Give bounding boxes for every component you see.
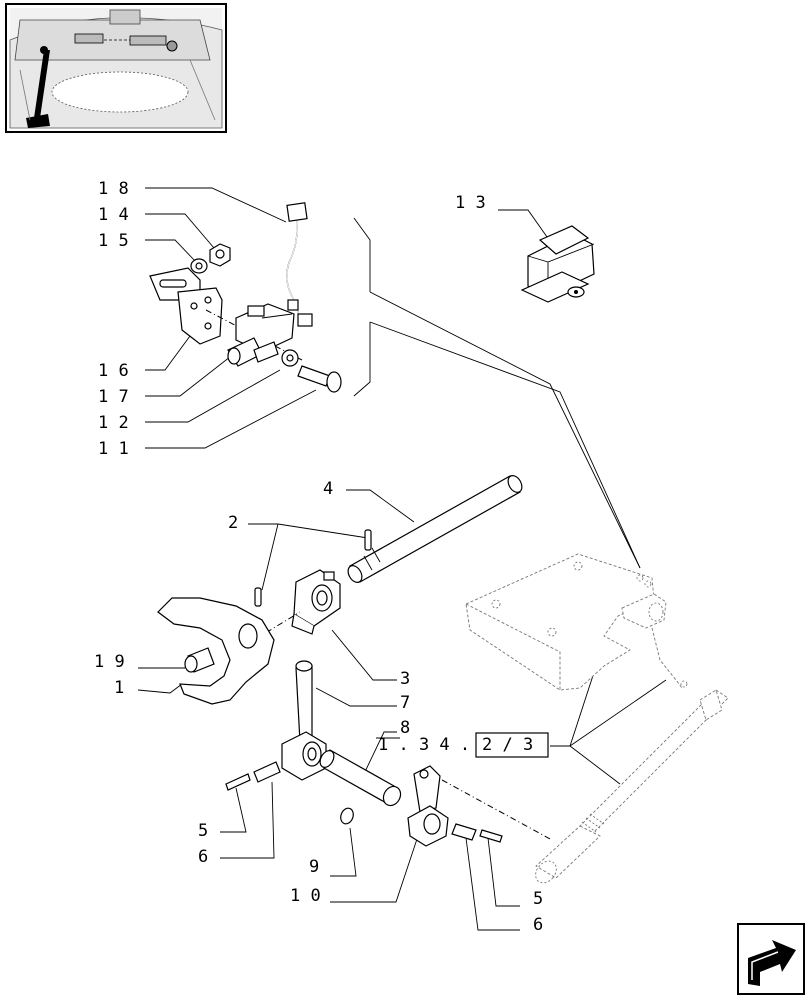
part-8-pin <box>319 749 402 807</box>
group-bracket-top <box>353 217 371 292</box>
callout-18: 1 8 <box>98 179 129 199</box>
callout-14: 1 4 <box>98 205 129 225</box>
callout-1: 1 <box>114 678 124 698</box>
part-9-oring <box>340 807 354 825</box>
part-2-pin-lower <box>254 587 262 607</box>
callout-12: 1 2 <box>98 413 129 433</box>
callout-6-right: 6 <box>533 915 543 935</box>
part-18-harness <box>286 202 313 327</box>
callout-9: 9 <box>309 857 319 877</box>
cross-reference[interactable]: 1 . 3 4 . 2 / 3 <box>376 732 549 758</box>
callout-7: 7 <box>400 693 410 713</box>
part-17-switch <box>227 303 295 367</box>
part-14-nut <box>209 243 231 267</box>
callout-labels: 1 8 1 4 1 5 1 6 1 7 1 2 1 1 1 3 4 2 3 1 … <box>94 179 543 935</box>
callout-19: 1 9 <box>94 652 125 672</box>
part-5-pin-left <box>225 773 251 791</box>
callout-2: 2 <box>228 513 238 533</box>
part-12-washer <box>281 349 299 367</box>
cross-reference-prefix: 1 . 3 4 . <box>378 735 470 755</box>
callout-15: 1 5 <box>98 231 129 251</box>
callout-6-left: 6 <box>198 847 208 867</box>
next-page-arrow-icon[interactable] <box>737 923 805 995</box>
cross-reference-box[interactable] <box>475 732 549 758</box>
cross-reference-page: 2 / 3 <box>482 735 533 755</box>
callout-8: 8 <box>400 718 410 738</box>
part-10-lever <box>407 765 449 847</box>
part-3-collar <box>291 569 341 635</box>
callout-10: 1 0 <box>290 886 321 906</box>
part-11-bolt <box>297 365 342 393</box>
callout-11: 1 1 <box>98 439 129 459</box>
callout-3: 3 <box>400 669 410 689</box>
leader-lines <box>137 187 667 931</box>
part-6-pin-left <box>253 761 281 783</box>
callout-4: 4 <box>323 479 333 499</box>
callout-17: 1 7 <box>98 387 129 407</box>
callout-5-right: 5 <box>533 889 543 909</box>
part-19-bush <box>184 647 215 673</box>
part-1-shift-fork <box>157 597 275 705</box>
part-16-bracket <box>149 267 223 345</box>
part-13-cover <box>520 225 595 303</box>
part-15-washer <box>190 258 208 274</box>
part-7-lever <box>281 660 327 781</box>
pedal-frame-assembly <box>465 553 729 884</box>
part-5-pin-right <box>479 829 503 843</box>
group-bracket-bottom <box>353 322 371 397</box>
part-2-pin-upper <box>364 529 372 551</box>
callout-13: 1 3 <box>455 193 486 213</box>
callout-16: 1 6 <box>98 361 129 381</box>
tractor-cab-thumbnail-icon <box>5 3 227 133</box>
callout-5-left: 5 <box>198 821 208 841</box>
part-4-shaft <box>347 475 523 583</box>
part-6-pin-right <box>451 823 477 841</box>
